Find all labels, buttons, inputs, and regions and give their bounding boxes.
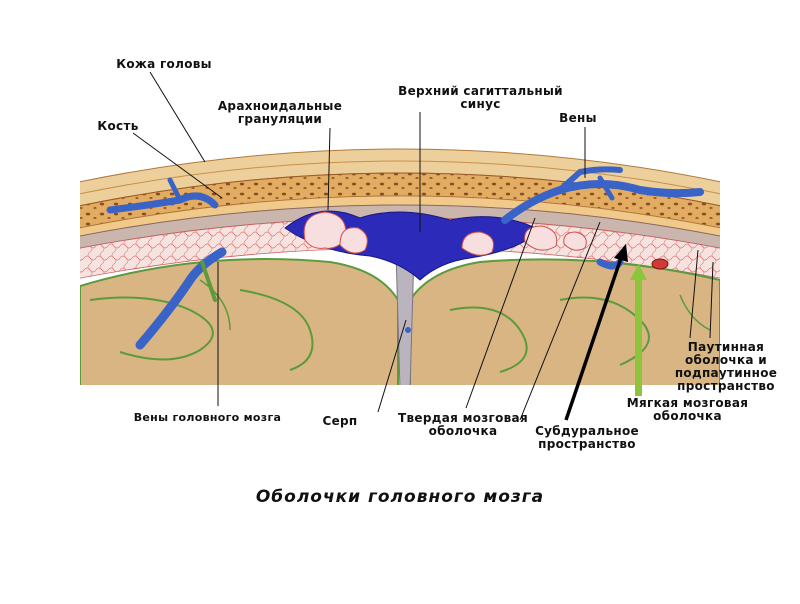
label-brain-veins: Вены головного мозга	[120, 411, 295, 424]
label-pia-mater: Мягкая мозговая оболочка	[605, 397, 770, 423]
label-falx: Серп	[310, 415, 370, 428]
label-veins: Вены	[548, 112, 608, 125]
label-subdural-space: Субдуральное пространство	[507, 425, 667, 451]
label-arachnoid-granulations: Арахноидальные грануляции	[195, 100, 365, 126]
artery	[652, 259, 668, 269]
label-superior-sagittal-sinus: Верхний сагиттальный синус	[368, 85, 593, 111]
figure-caption: Оболочки головного мозга	[0, 487, 800, 507]
label-bone: Кость	[88, 120, 148, 133]
label-scalp: Кожа головы	[104, 58, 224, 71]
brain-left	[80, 259, 398, 390]
label-arachnoid-subarachnoid: Паутинная оболочка и подпаутинное простр…	[652, 341, 800, 393]
